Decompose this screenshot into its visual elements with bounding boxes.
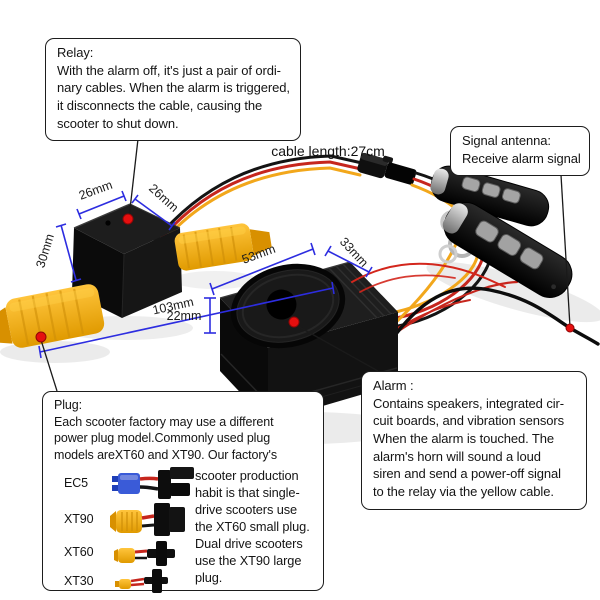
- keyring-small: [438, 244, 458, 264]
- relay-callout-title: Relay:: [57, 45, 94, 60]
- plug-marker-dot: [35, 331, 47, 343]
- signal-antenna-callout-title: Signal antenna:: [462, 133, 551, 148]
- relay-callout-body: With the alarm off, it's just a pair of …: [57, 62, 290, 131]
- signal-wires-red: [351, 262, 506, 293]
- alarm-marker-dot: [288, 316, 300, 328]
- remote-control-front: [442, 202, 573, 298]
- alarm-callout: Alarm : Contains speakers, integrated ci…: [361, 371, 587, 510]
- relay-depth-dimension: 26mm: [146, 181, 181, 215]
- signal-antenna-callout: Signal antenna: Receive alarm signal: [450, 126, 590, 177]
- relay-marker-dot: [122, 213, 134, 225]
- plug-row-xt90: XT90: [54, 502, 194, 537]
- relay-connector-left: [0, 284, 105, 348]
- relay-connector-right: [174, 223, 272, 271]
- plug-type-label: EC5: [64, 475, 89, 490]
- xt60-plug-image: [114, 540, 175, 566]
- xt30-plug-image: [115, 568, 168, 593]
- relay-indicator-hole: [105, 220, 111, 226]
- plug-type-label: XT60: [64, 545, 94, 560]
- plug-row-ec5: EC5: [54, 466, 194, 500]
- plug-callout-side-text: scooter production habit is that single-…: [195, 467, 310, 586]
- antenna-wire: [388, 286, 600, 346]
- plug-row-xt60: XT60: [54, 539, 194, 567]
- alarm-height-dimension: 22mm: [167, 309, 202, 323]
- signal-antenna-callout-body: Receive alarm signal: [462, 150, 581, 166]
- ec5-plug-image: [112, 466, 194, 499]
- plug-callout-intro: Each scooter factory may use a different…: [54, 414, 277, 462]
- remote-buttons: [475, 220, 544, 270]
- remote-led: [551, 284, 556, 290]
- plug-examples: EC5 XT90: [54, 466, 315, 595]
- cable-length-label: cable length:27cm: [271, 143, 385, 159]
- xt90-plug-image: [110, 502, 185, 536]
- marker-dots: [35, 213, 575, 343]
- plug-callout-title: Plug:: [54, 398, 82, 412]
- dimension-lines: [38, 190, 373, 359]
- alarm-callout-title: Alarm :: [373, 378, 414, 393]
- antenna-marker-dot: [565, 323, 575, 333]
- remote-buttons: [461, 176, 521, 204]
- remote-control-back: [430, 165, 550, 227]
- relay-width-dimension: 26mm: [77, 178, 114, 203]
- plug-callout: Plug: Each scooter factory may use a dif…: [42, 391, 324, 593]
- plug-type-label: XT30: [64, 574, 94, 589]
- plug-row-xt30: XT30: [54, 568, 194, 595]
- cable-connector: [357, 152, 417, 185]
- plug-type-label: XT90: [64, 511, 94, 526]
- relay-callout: Relay: With the alarm off, it's just a p…: [45, 38, 301, 142]
- relay-height-dimension: 30mm: [33, 232, 57, 269]
- leader-lines: [40, 138, 571, 392]
- alarm-callout-body: Contains speakers, integrated cir- cuit …: [373, 395, 564, 500]
